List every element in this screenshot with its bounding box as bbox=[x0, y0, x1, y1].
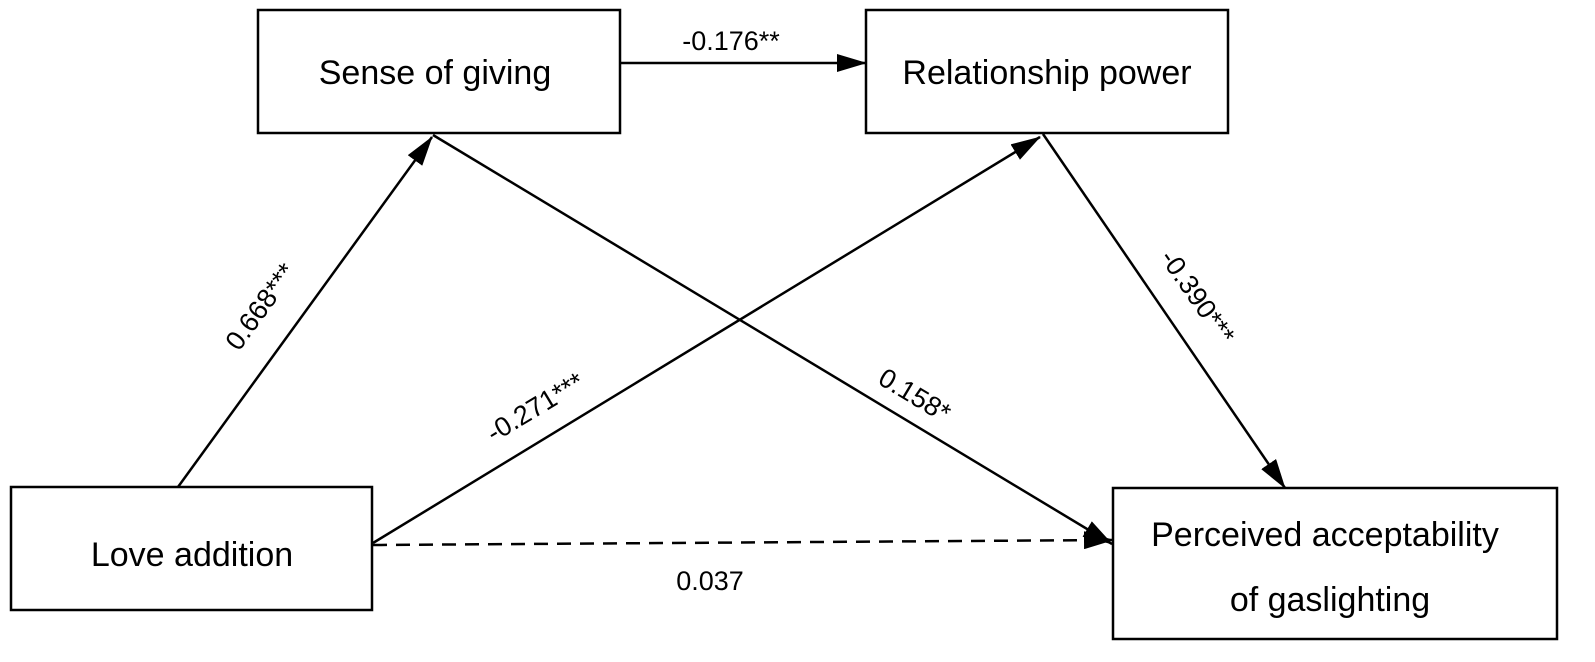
edge-label-power-to-acceptability: -0.390*** bbox=[1154, 244, 1241, 350]
edge-label-love-to-power: -0.271*** bbox=[481, 366, 590, 448]
edge-love-to-giving bbox=[176, 136, 434, 488]
edge-love-to-power bbox=[372, 135, 1041, 545]
node-label-sense-of-giving: Sense of giving bbox=[319, 54, 552, 92]
node-sense-of-giving: Sense of giving bbox=[256, 8, 622, 135]
edge-giving-to-acceptability bbox=[432, 133, 1113, 546]
node-label-love-addition: Love addition bbox=[91, 536, 293, 574]
edge-label-giving-to-acceptability: 0.158* bbox=[873, 362, 956, 428]
node-label-perceived-acceptability-line2: of gaslighting bbox=[1230, 581, 1430, 619]
node-label-relationship-power: Relationship power bbox=[902, 54, 1191, 92]
node-love-addition: Love addition bbox=[9, 485, 374, 612]
node-label-perceived-acceptability-line1: Perceived acceptability bbox=[1151, 516, 1499, 554]
node-relationship-power: Relationship power bbox=[864, 8, 1230, 135]
edge-love-to-acceptability bbox=[372, 531, 1114, 550]
edge-power-to-acceptability bbox=[1041, 133, 1287, 489]
node-perceived-acceptability: Perceived acceptability of gaslighting bbox=[1111, 486, 1559, 641]
edge-label-love-to-giving: 0.668*** bbox=[219, 257, 302, 355]
edge-label-giving-to-power: -0.176** bbox=[682, 26, 780, 56]
edge-label-love-to-acceptability: 0.037 bbox=[676, 566, 744, 596]
